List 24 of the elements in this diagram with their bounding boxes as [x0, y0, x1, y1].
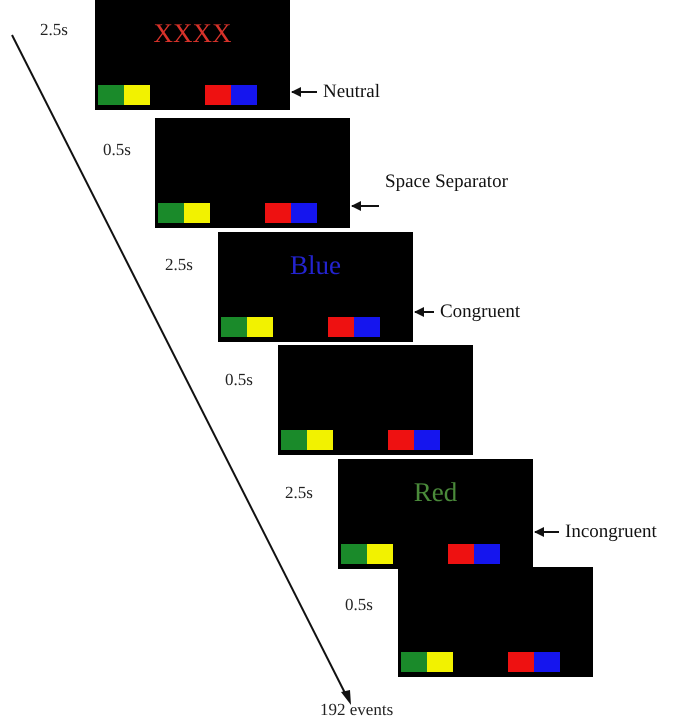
stimulus-word: Red [412, 477, 458, 508]
axis-label: 192 events [320, 700, 394, 720]
duration-label: 2.5s [40, 20, 68, 40]
trial-type-label: Incongruent [565, 520, 695, 544]
duration-label: 2.5s [165, 255, 193, 275]
stimulus-screen [398, 567, 593, 677]
arrow [414, 307, 434, 317]
arrow [351, 201, 379, 211]
duration-label: 0.5s [345, 595, 373, 615]
stimulus-screen [95, 0, 290, 110]
trial-type-label: Space Separator [385, 170, 515, 194]
stimulus-screen [218, 232, 413, 342]
duration-label: 0.5s [103, 140, 131, 160]
stimulus-screen [338, 459, 533, 569]
stimulus-word: XXXX [152, 18, 232, 49]
trial-type-label: Neutral [323, 80, 453, 104]
duration-label: 0.5s [225, 370, 253, 390]
stimulus-word: Blue [289, 250, 342, 281]
trial-type-label: Congruent [440, 300, 570, 324]
arrow [291, 87, 317, 97]
stimulus-screen [155, 118, 350, 228]
duration-label: 2.5s [285, 483, 313, 503]
stimulus-screen [278, 345, 473, 455]
arrow [534, 527, 559, 537]
